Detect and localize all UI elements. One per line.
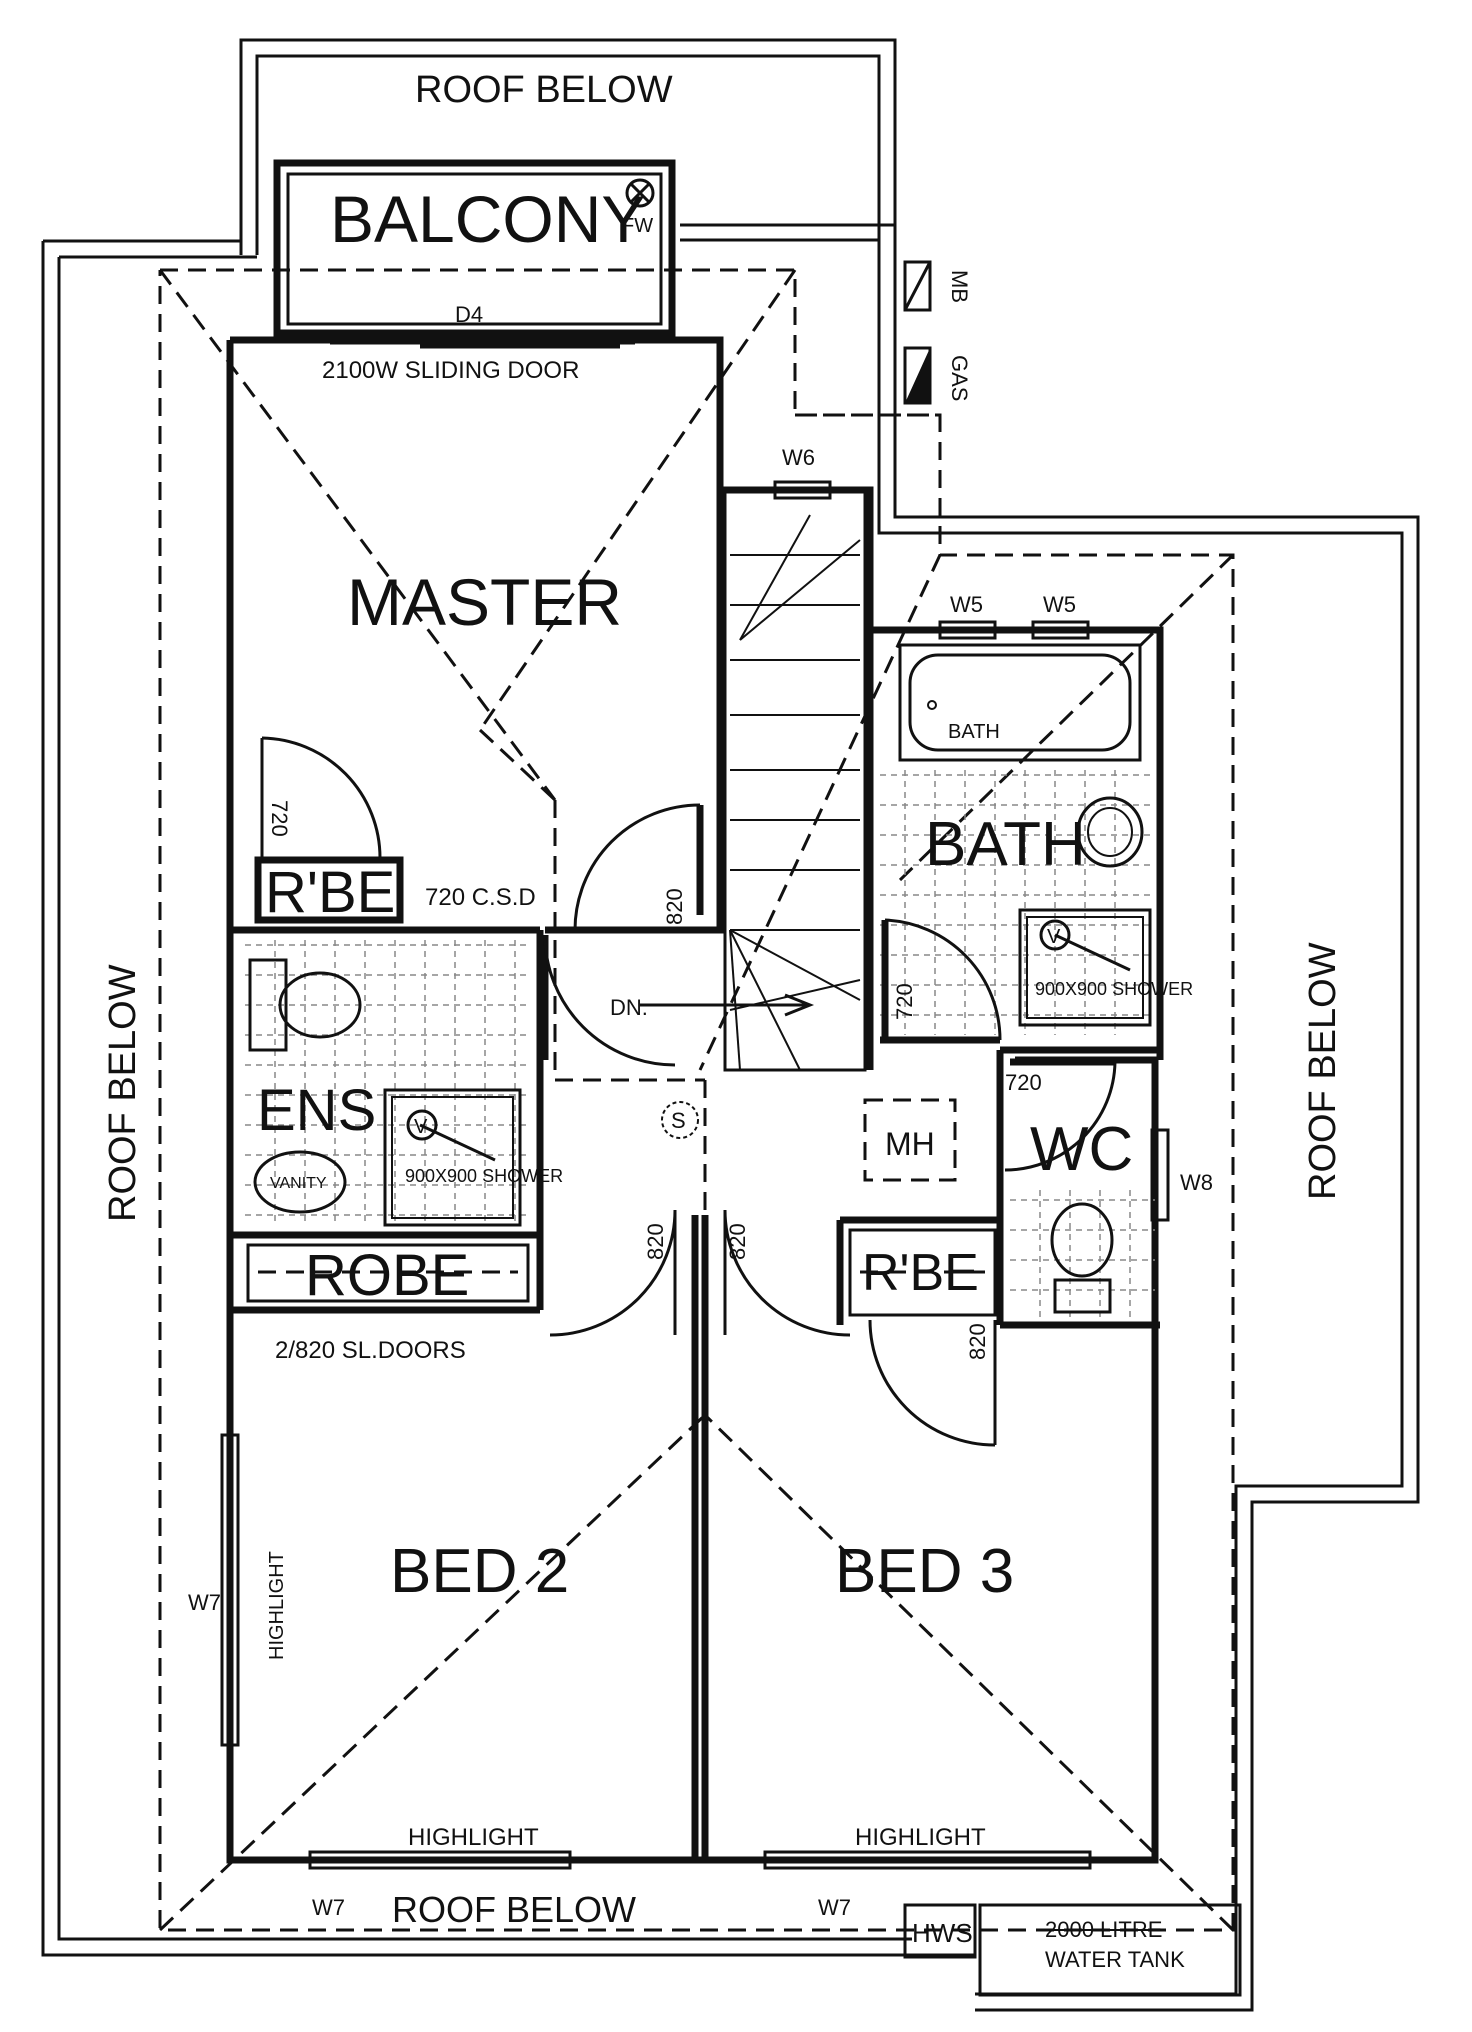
w8-label: W8	[1180, 1170, 1213, 1195]
w5-label-1: W5	[950, 592, 983, 617]
bathroom: BATH BATH V 900X900 SHOWER 720	[880, 643, 1193, 1041]
highlight-side-label: HIGHLIGHT	[266, 1551, 288, 1660]
dim-820-stair: 820	[662, 888, 687, 925]
highlight-bed2-label: HIGHLIGHT	[408, 1824, 539, 1851]
bath-tub-label: BATH	[948, 721, 1000, 743]
roof-hip-lines	[158, 268, 1235, 1932]
vanity-label: VANITY	[270, 1175, 327, 1192]
master-label: MASTER	[347, 565, 622, 639]
w6-label: W6	[782, 445, 815, 470]
mb-label: MB	[947, 270, 972, 303]
w5-label-2: W5	[1043, 592, 1076, 617]
roof-left-label: ROOF BELOW	[102, 964, 144, 1222]
roof-bottom-label: ROOF BELOW	[392, 1889, 636, 1930]
hws-label: HWS	[912, 1918, 973, 1948]
d4-label: D4	[455, 302, 483, 327]
services: HWS 2000 LITRE WATER TANK	[903, 1903, 1242, 1997]
dim-720-rbe: 720	[267, 800, 292, 837]
csd-label: 720 C.S.D	[425, 884, 536, 911]
rbe-hall-label: R'BE	[862, 1244, 979, 1302]
meters: MB GAS	[903, 260, 972, 405]
robe: ROBE 2/820 SL.DOORS	[246, 1243, 530, 1364]
rbe-master-label: R'BE	[265, 860, 395, 925]
hall-doors: 820 820 S	[541, 934, 851, 1337]
floor-waste-icon	[625, 178, 655, 208]
dim-820-left: 820	[643, 1223, 668, 1260]
ensuite: ENS V 900X900 SHOWER VANITY	[245, 940, 563, 1227]
shower-bath-label: 900X900 SHOWER	[1035, 979, 1193, 999]
bath-room-label: BATH	[925, 810, 1086, 879]
valve-label-bath: V	[1047, 926, 1061, 948]
bedrooms: BED 2 BED 3 HIGHLIGHT HIGHLIGHT W7 W7	[312, 1537, 1014, 1920]
dim-820-rbe: 820	[965, 1323, 990, 1360]
highlight-bed3-label: HIGHLIGHT	[855, 1824, 986, 1851]
robe-label: ROBE	[305, 1243, 469, 1308]
roof-right-label: ROOF BELOW	[1302, 942, 1344, 1200]
dim-720-wc: 720	[1005, 1070, 1042, 1095]
dn-label: DN.	[610, 995, 648, 1020]
fw-label: FW	[622, 215, 653, 237]
wc-label: WC	[1030, 1115, 1133, 1184]
sliding-door-label: 2100W SLIDING DOOR	[322, 357, 579, 384]
smoke-detector-label: S	[671, 1108, 686, 1133]
manhole: MH	[863, 1098, 957, 1182]
sl-doors-label: 2/820 SL.DOORS	[275, 1337, 466, 1364]
w7-left-label: W7	[188, 1590, 221, 1615]
tank-line2-label: WATER TANK	[1045, 1947, 1185, 1972]
roof-top-label: ROOF BELOW	[415, 69, 673, 111]
bed2-label: BED 2	[390, 1537, 569, 1606]
mh-label: MH	[885, 1126, 935, 1162]
wc-room: 720 WC	[1004, 1058, 1155, 1320]
ens-label: ENS	[257, 1078, 376, 1143]
roof-labels: ROOF BELOW ROOF BELOW ROOF BELOW ROOF BE…	[102, 69, 1344, 1930]
dim-720-bath: 720	[892, 983, 917, 1020]
w7-bed3-label: W7	[818, 1895, 851, 1920]
valve-label-ens: V	[414, 1116, 428, 1138]
balcony: BALCONY FW D4	[273, 159, 676, 337]
stair: DN.	[610, 488, 867, 1072]
dim-820-right: 820	[725, 1223, 750, 1260]
hall-robe: R'BE 820	[848, 1228, 997, 1447]
w7-bed2-label: W7	[312, 1895, 345, 1920]
windows: W6 W5 W5 W8 W7 HIGHLIGHT	[188, 445, 1213, 1870]
balcony-label: BALCONY	[330, 182, 645, 256]
gas-label: GAS	[947, 355, 972, 401]
sliding-door: 2100W SLIDING DOOR	[322, 341, 635, 384]
bed3-label: BED 3	[835, 1537, 1014, 1606]
shower-ens-label: 900X900 SHOWER	[405, 1166, 563, 1186]
master-room: MASTER R'BE 720 720 C.S.D 820	[254, 565, 704, 934]
